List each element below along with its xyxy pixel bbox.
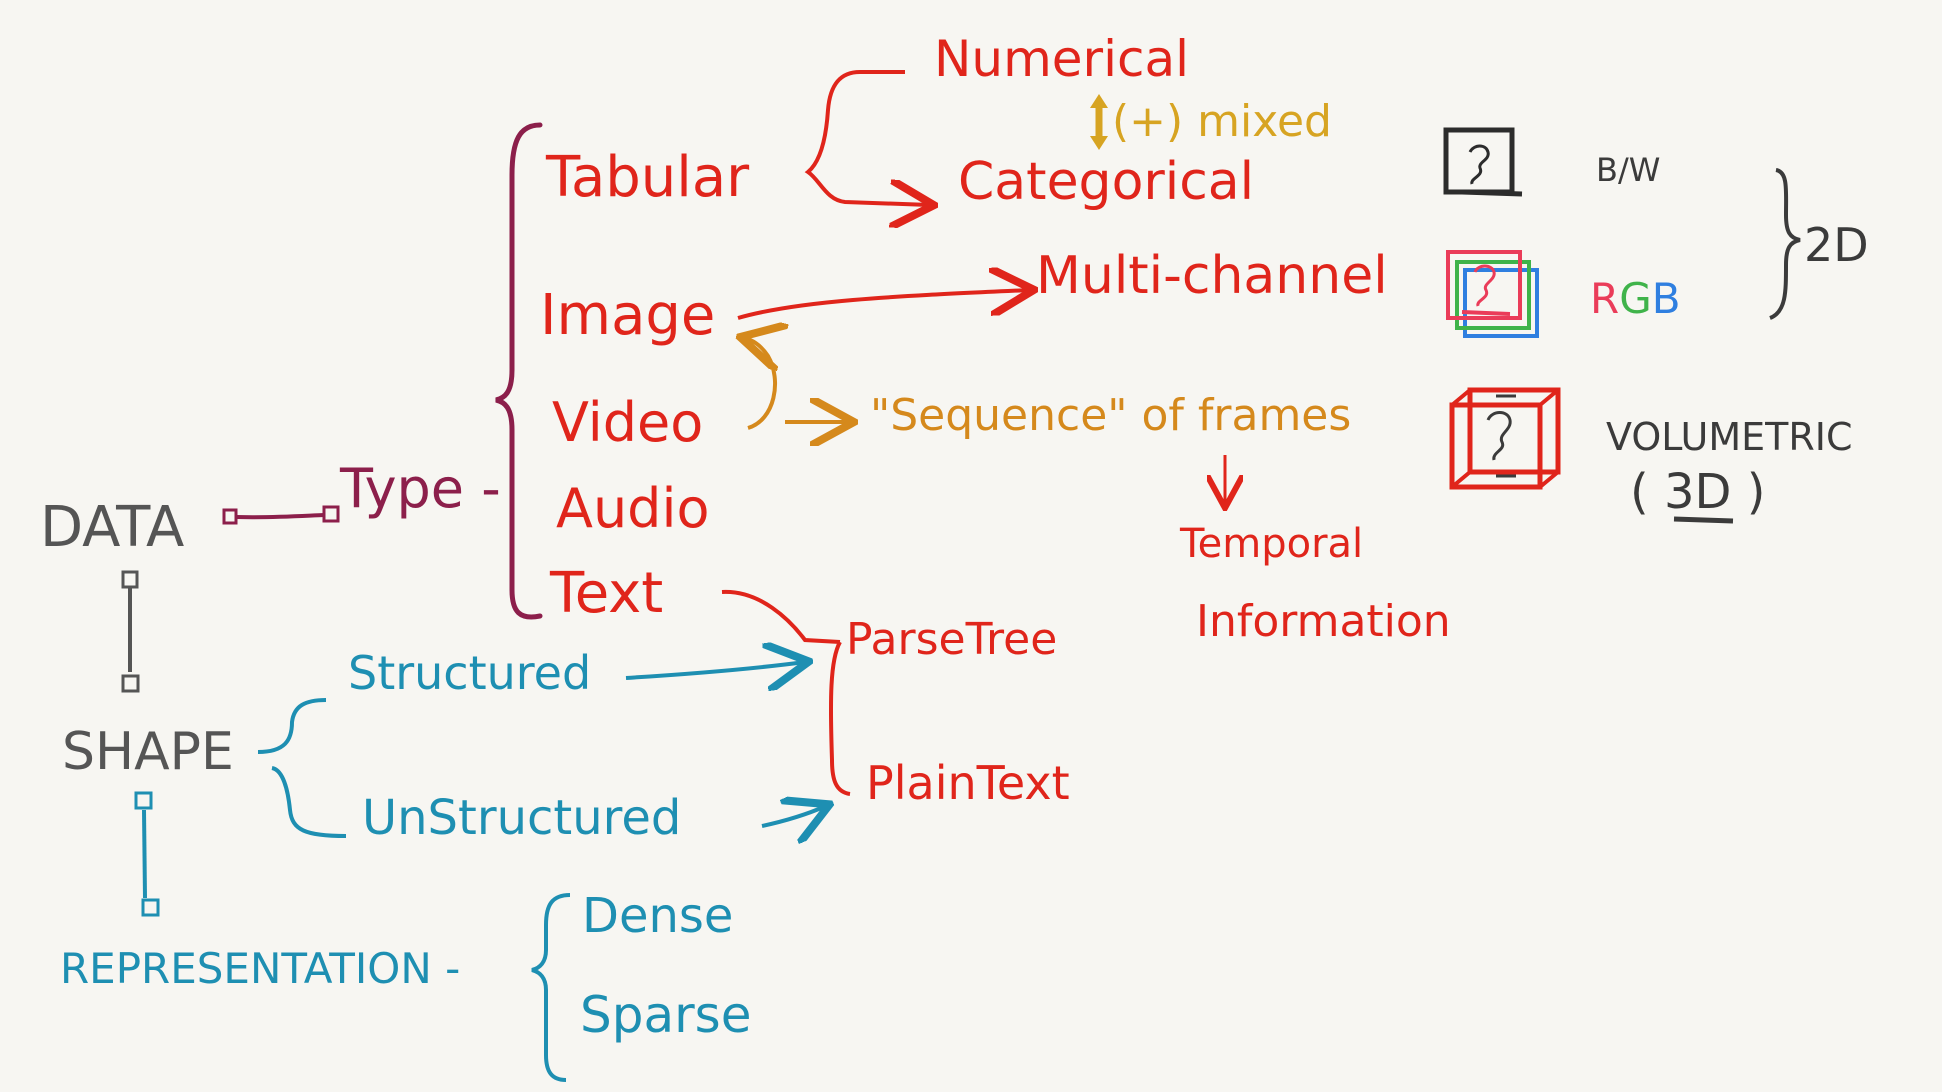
sparse-label: Sparse [580,986,752,1044]
data-shape-connector [121,570,140,693]
rgb-label: RGB [1590,278,1681,320]
categorical-label: Categorical [958,152,1255,212]
information-label: Information [1196,596,1451,647]
numerical-label: Numerical [934,30,1190,88]
data-type-connector [222,505,340,525]
volumetric-label: VOLUMETRIC [1606,415,1853,459]
rgb-g: G [1619,274,1652,323]
multichannel-label: Multi-channel [1036,246,1388,306]
shape-brace [257,698,347,838]
tabular-brace [804,70,930,205]
volumetric-cube-icon [1449,387,1561,490]
twod-brace [1769,168,1801,320]
rgb-b: B [1651,274,1681,323]
structured-arrow [625,662,805,678]
representation-label: REPRESENTATION - [60,944,461,993]
threed-close-paren: ) [1746,464,1766,520]
shape-representation-connector [134,791,160,917]
rgb-r: R [1590,274,1620,323]
plaintext-label: PlainText [866,756,1070,810]
type-label: Type - [340,457,501,520]
sequence-label: "Sequence" of frames [870,390,1352,441]
image-multichannel-arrow [737,290,1030,320]
twod-label: 2D [1804,218,1869,272]
threed-label: ( 3D ) [1630,468,1766,516]
mixed-label: (+) mixed [1112,96,1332,147]
representation-brace [531,893,571,1082]
unstructured-label: UnStructured [362,790,682,846]
data-label: DATA [40,495,185,560]
image-label: Image [540,283,716,348]
text-split-brace [721,589,851,796]
bw-image-icon [1443,127,1523,197]
text-label: Text [550,561,664,626]
rgb-stack-icon [1446,250,1539,338]
video-label: Video [552,391,704,454]
unstructured-arrow [761,806,826,826]
shape-label: SHAPE [62,722,234,782]
threed-underline [1673,516,1734,524]
mixed-double-arrow [1090,94,1108,150]
structured-label: Structured [348,646,592,700]
tabular-label: Tabular [546,145,750,210]
threed-text: 3D [1664,464,1732,520]
audio-label: Audio [556,477,710,540]
bw-label: B/W [1596,151,1661,189]
threed-open-paren: ( [1630,464,1649,520]
video-image-curve [744,338,775,430]
dense-label: Dense [582,888,734,944]
temporal-label: Temporal [1180,521,1364,567]
parsetree-label: ParseTree [846,614,1058,665]
type-brace [495,122,543,620]
